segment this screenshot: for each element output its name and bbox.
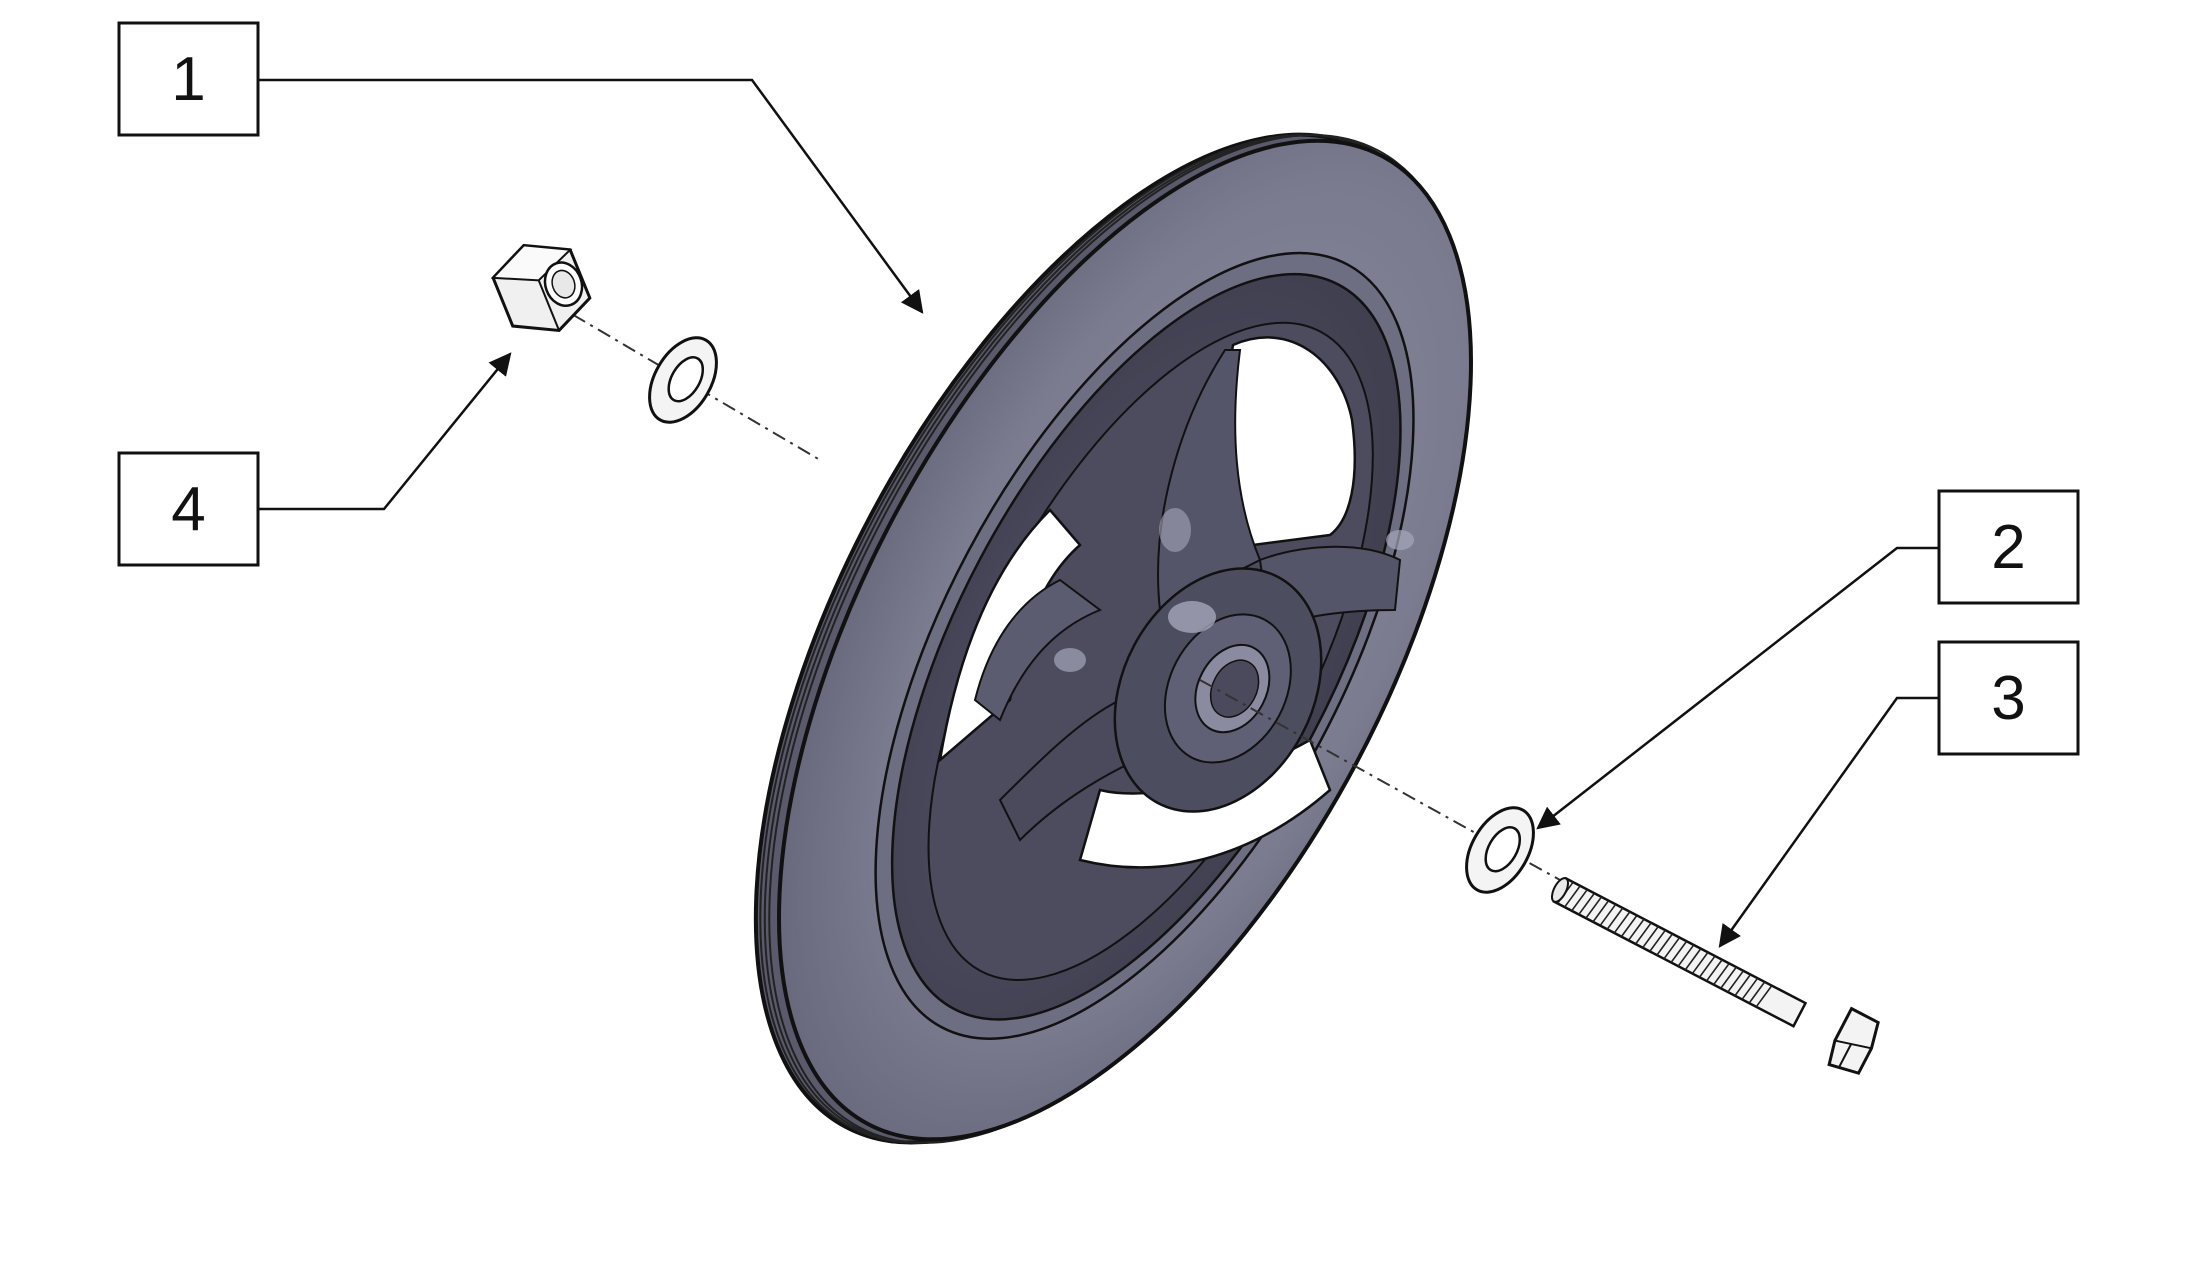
wheel-assembly [753, 132, 1473, 1145]
assembly-axis-line [1199, 679, 1561, 881]
callout-4-label: 4 [171, 475, 205, 544]
callout-1-label: 1 [171, 45, 205, 114]
rim-highlight [1386, 530, 1414, 550]
hex-bolt [1550, 876, 1880, 1075]
spoke [973, 578, 1103, 722]
rim-highlight [1054, 648, 1086, 672]
hex-nut [490, 243, 592, 333]
nut-top-face [490, 244, 573, 282]
callout-2-label: 2 [1991, 513, 2025, 582]
callout-4-box [117, 451, 260, 567]
callout-1-leader [258, 78, 924, 314]
bolt-shank [1552, 876, 1808, 1028]
callout-3-box [1937, 640, 2080, 756]
callout-2: 2 [1536, 489, 2080, 830]
callout-1: 1 [117, 21, 924, 314]
callout-3: 3 [1718, 640, 2080, 948]
washer-left [648, 336, 718, 424]
callout-2-box [1937, 489, 2080, 605]
rim-highlight [1159, 508, 1191, 552]
callout-1-box [117, 21, 260, 137]
callout-3-label: 3 [1991, 664, 2025, 733]
washer-part-2 [1465, 806, 1535, 894]
bolt-threads [1556, 881, 1773, 1008]
callout-3-leader [1718, 696, 1939, 948]
callout-4: 4 [117, 352, 512, 567]
callout-2-leader [1536, 546, 1939, 830]
callout-4-leader [258, 352, 512, 511]
hub-bore-inner [1209, 659, 1260, 718]
rim-highlight [1168, 601, 1216, 633]
bolt-tip [1550, 877, 1570, 903]
